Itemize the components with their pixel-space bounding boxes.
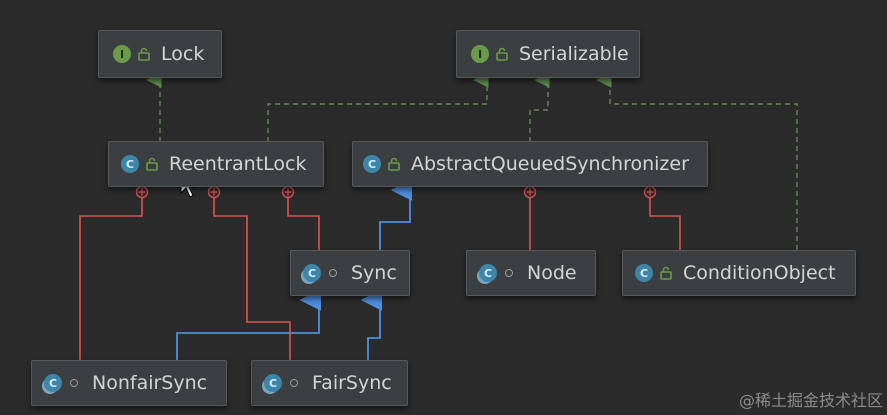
interface-icon: I [471,45,489,63]
edge-fairsync-inner-of-reentrantlock [213,198,291,360]
public-lock-icon [496,47,508,61]
edge-aqs-implements-serializable [529,72,550,142]
abstract-inner-class-icon: C [303,264,321,282]
inner-class-anchors [135,185,657,199]
edge-fairsync-extends-sync [360,289,383,360]
watermark: @稀土掘金技术社区 [738,391,883,410]
edge-sync-extends-aqs [379,179,413,250]
interface-icon: I [113,45,131,63]
plus-anchor-reentrantlock-3 [281,185,295,199]
class-name: Serializable [519,43,629,65]
class-icon: C [121,155,139,173]
inner-class-icon: C [264,374,282,392]
inner-class-icon: C [44,374,62,392]
plus-anchor-aqs-2 [643,185,657,199]
class-node-fairsync[interactable]: C FairSync [251,360,408,406]
abstract-class-icon: C [363,155,381,173]
package-private-icon [290,379,298,387]
public-lock-icon [146,157,158,171]
class-node-serializable[interactable]: I Serializable [456,30,640,78]
class-node-node[interactable]: C Node [466,250,596,296]
edge-reentrantlock-implements-serializable [267,72,489,142]
class-name: ConditionObject [683,262,836,284]
class-name: Lock [161,43,205,65]
class-name: Node [527,262,577,284]
class-node-conditionobject[interactable]: C ConditionObject [622,250,856,296]
class-name: FairSync [312,372,392,394]
class-node-sync[interactable]: C Sync [290,250,410,296]
edge-nonfairsync-extends-sync [176,289,322,360]
class-node-abstractqueuedsynchronizer[interactable]: C AbstractQueuedSynchronizer [352,141,708,187]
plus-anchor-reentrantlock-2 [207,185,221,199]
class-name: AbstractQueuedSynchronizer [411,153,689,175]
class-node-lock[interactable]: I Lock [98,30,222,78]
edge-conditionobject-implements-serializable [596,72,798,250]
edge-nonfairsync-inner-of-reentrantlock [79,198,143,360]
public-lock-icon [138,47,150,61]
inner-class-icon: C [479,264,497,282]
edge-sync-inner-of-reentrantlock [287,198,320,250]
plus-anchor-aqs-1 [523,185,537,199]
package-private-icon [70,379,78,387]
plus-anchor-reentrantlock-1 [135,185,149,199]
class-name: ReentrantLock [169,153,307,175]
package-private-icon [329,269,337,277]
package-private-icon [505,269,513,277]
class-node-nonfairsync[interactable]: C NonfairSync [31,360,227,406]
class-name: NonfairSync [92,372,208,394]
class-node-reentrantlock[interactable]: C ReentrantLock [108,141,324,187]
edge-conditionobject-inner-of-aqs [649,198,681,250]
public-lock-icon [388,157,400,171]
class-name: Sync [351,262,397,284]
public-lock-icon [660,266,672,280]
class-icon: C [635,264,653,282]
